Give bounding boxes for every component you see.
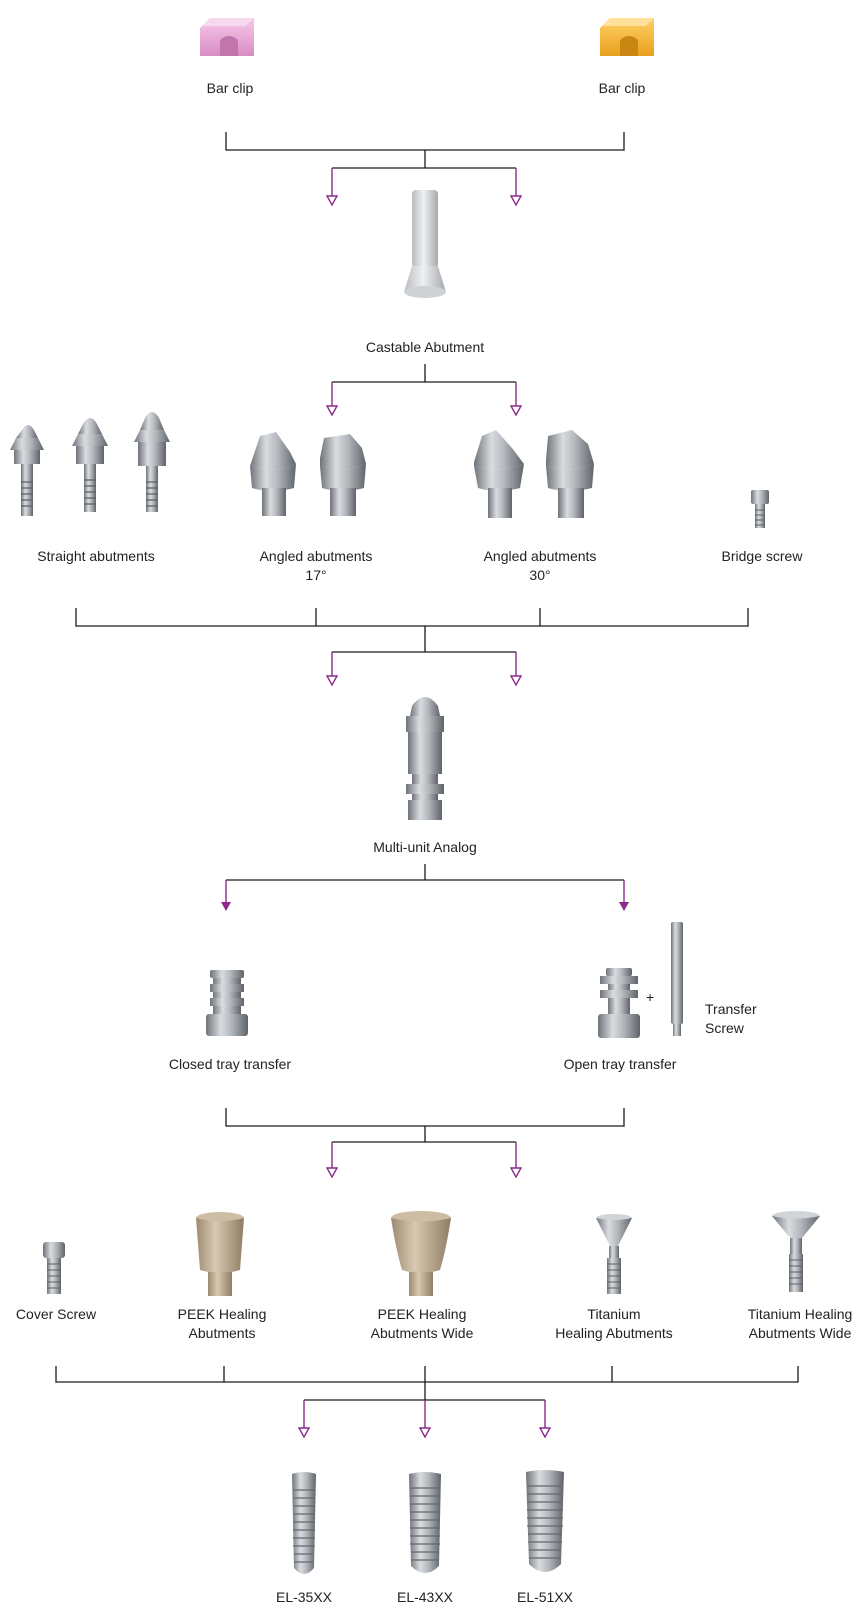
implant-icon [409,1472,441,1573]
cover-screw-label: Cover Screw [15,1306,97,1322]
transfer-screw-label: Transfer Screw [705,1001,757,1036]
implant-icon [292,1472,316,1574]
peek-healing-abutment-icon [196,1212,244,1296]
straight-label: Straight abutments [37,548,155,564]
closed-tray-transfer-icon [206,970,248,1036]
bar-clip-label: Bar clip [206,80,254,96]
straight-abutment-icon [10,412,170,516]
implant-icon [526,1470,564,1572]
bridge-screw-label: Bridge screw [721,548,803,564]
titanium-healing-abutment-icon [596,1214,632,1294]
cover-screw-icon [43,1242,65,1294]
analog-label: Multi-unit Analog [373,839,477,855]
open-tray-transfer-icon [598,968,640,1038]
implant-label: EL-43XX [396,1589,454,1605]
transfer-screw-icon [671,922,683,1036]
castable-abutment-icon [404,190,446,298]
bridge-screw-icon [751,490,769,528]
plus-sign: + [646,989,655,1005]
angled-abutment-icon [250,432,366,516]
bar-clip-label: Bar clip [598,80,646,96]
bar-clip-icon [200,18,254,56]
titanium-healing-abutment-icon [772,1211,820,1292]
bar-clip-icon [600,18,654,56]
closed-tray-label: Closed tray transfer [168,1056,292,1072]
multi-unit-analog-icon [406,697,444,820]
angled-abutment-icon [474,430,594,518]
implant-label: EL-51XX [516,1589,574,1605]
open-tray-label: Open tray transfer [563,1056,677,1072]
castable-label: Castable Abutment [365,339,485,355]
peek-healing-abutment-icon [391,1211,451,1296]
implant-label: EL-35XX [275,1589,333,1605]
